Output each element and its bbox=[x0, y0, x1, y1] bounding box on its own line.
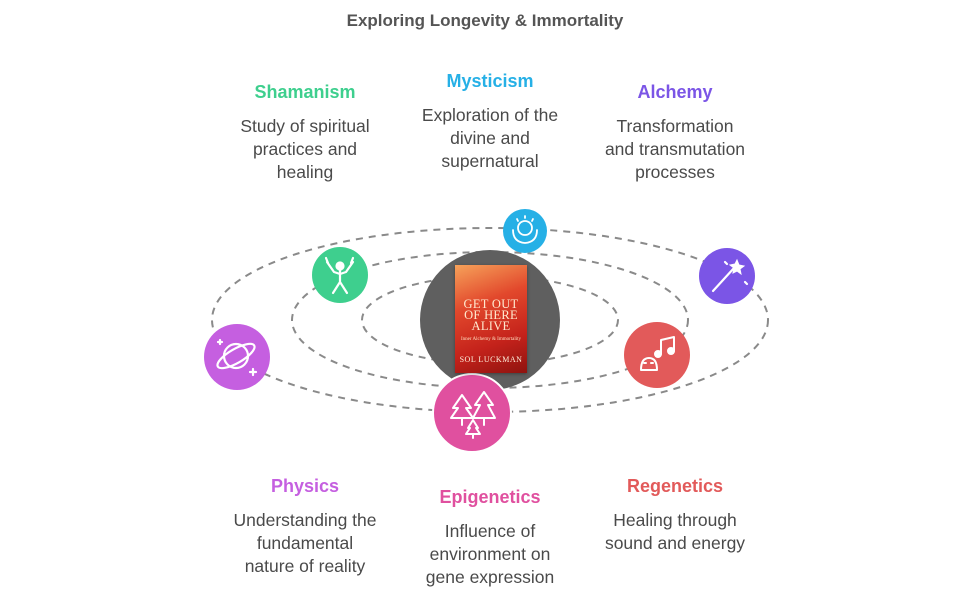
book-subtitle: Inner Alchemy & Immortality bbox=[460, 337, 522, 342]
topic-alchemy: Alchemy Transformation and transmutation… bbox=[565, 82, 785, 184]
outer-orbit bbox=[211, 227, 769, 413]
topic-heading: Physics bbox=[270, 476, 340, 496]
node-alchemy bbox=[699, 248, 755, 304]
node-shamanism bbox=[312, 247, 368, 303]
topic-description: Transformation and transmutation process… bbox=[604, 116, 746, 182]
planet-icon bbox=[216, 338, 258, 377]
topic-heading: Alchemy bbox=[637, 82, 713, 102]
topic-description: Study of spiritual practices and healing bbox=[240, 116, 370, 182]
trees-icon bbox=[450, 391, 496, 439]
topic-physics: Physics Understanding the fundamental na… bbox=[195, 476, 415, 578]
crystal-ball-hands-icon bbox=[512, 215, 538, 244]
topic-description: Healing through sound and energy bbox=[604, 510, 746, 553]
topic-shamanism: Shamanism Study of spiritual practices a… bbox=[195, 82, 415, 184]
topic-epigenetics: Epigenetics Influence of environment on … bbox=[380, 487, 600, 589]
topic-mysticism: Mysticism Exploration of the divine and … bbox=[380, 71, 600, 173]
node-epigenetics bbox=[432, 373, 512, 453]
topic-description: Influence of environment on gene express… bbox=[425, 521, 555, 587]
topic-heading: Shamanism bbox=[254, 82, 356, 102]
topic-description: Exploration of the divine and supernatur… bbox=[421, 105, 559, 171]
topic-description: Understanding the fundamental nature of … bbox=[233, 510, 377, 576]
music-note-icon bbox=[640, 336, 675, 371]
shaman-figure-icon bbox=[324, 256, 355, 295]
node-regenetics bbox=[624, 322, 690, 388]
topic-heading: Epigenetics bbox=[439, 487, 541, 507]
node-physics bbox=[204, 324, 270, 390]
book-title: GET OUT OF HERE ALIVE bbox=[463, 297, 519, 333]
topic-regenetics: Regenetics Healing through sound and ene… bbox=[565, 476, 785, 555]
magic-wand-icon bbox=[711, 258, 749, 293]
topic-heading: Mysticism bbox=[446, 71, 534, 91]
node-mysticism bbox=[503, 209, 547, 253]
book-cover: GET OUT OF HERE ALIVE Inner Alchemy & Im… bbox=[455, 265, 527, 373]
diagram-title: Exploring Longevity & Immortality bbox=[346, 11, 624, 30]
topic-heading: Regenetics bbox=[626, 476, 724, 496]
book-author: SOL LUCKMAN bbox=[459, 355, 523, 364]
